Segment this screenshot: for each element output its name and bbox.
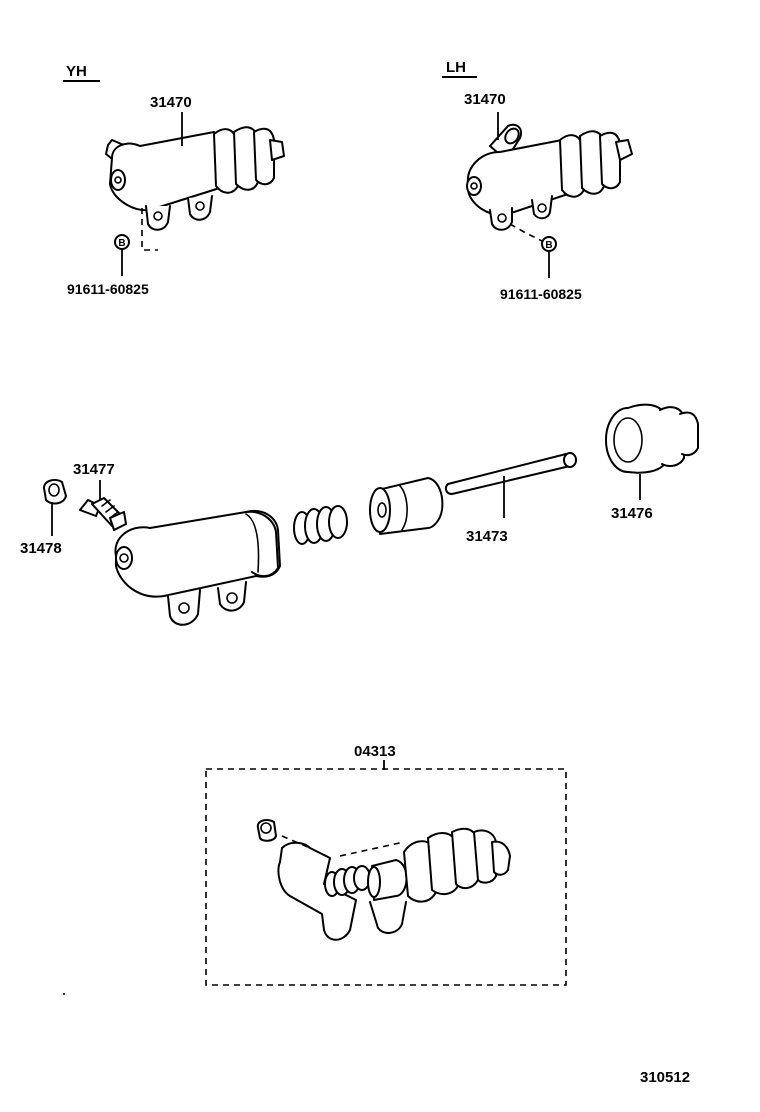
callout-bleeder-plug: 31477 [73,461,115,478]
callout-repair-kit: 04313 [354,743,396,760]
repair-kit-contents [256,819,511,941]
callout-bleeder-cap: 31478 [20,540,62,557]
repair-kit-box [205,768,567,986]
bolt-dashed-link-yh [141,208,158,251]
cylinder-body [114,510,281,626]
figure-number: 310512 [640,1069,690,1086]
callout-cylinder-lh: 31470 [464,91,506,108]
bleeder-cap [43,479,67,505]
callout-boot: 31476 [611,505,653,522]
clutch-release-cylinder-lh [466,123,633,231]
bolt-marker-circle-yh [114,234,130,250]
callout-cylinder-yh: 31470 [150,94,192,111]
piston [369,477,444,535]
bolt-marker-yh: B [118,238,125,249]
callout-bolt-lh: 91611-60825 [500,286,582,302]
stray-dot [63,993,65,995]
callout-push-rod: 31473 [466,528,508,545]
bolt-marker-circle-lh [541,236,557,252]
clutch-release-cylinder-yh [105,126,285,231]
return-spring [293,505,348,545]
variant-label-lh: LH [446,59,466,76]
callout-bolt-yh: 91611-60825 [67,281,149,297]
bolt-marker-lh: B [545,240,552,251]
push-rod [444,452,577,495]
variant-label-yh: YH [66,63,87,80]
bleeder-plug [79,497,127,531]
dust-boot [605,403,699,474]
bolt-dashed-link-lh [509,223,545,243]
